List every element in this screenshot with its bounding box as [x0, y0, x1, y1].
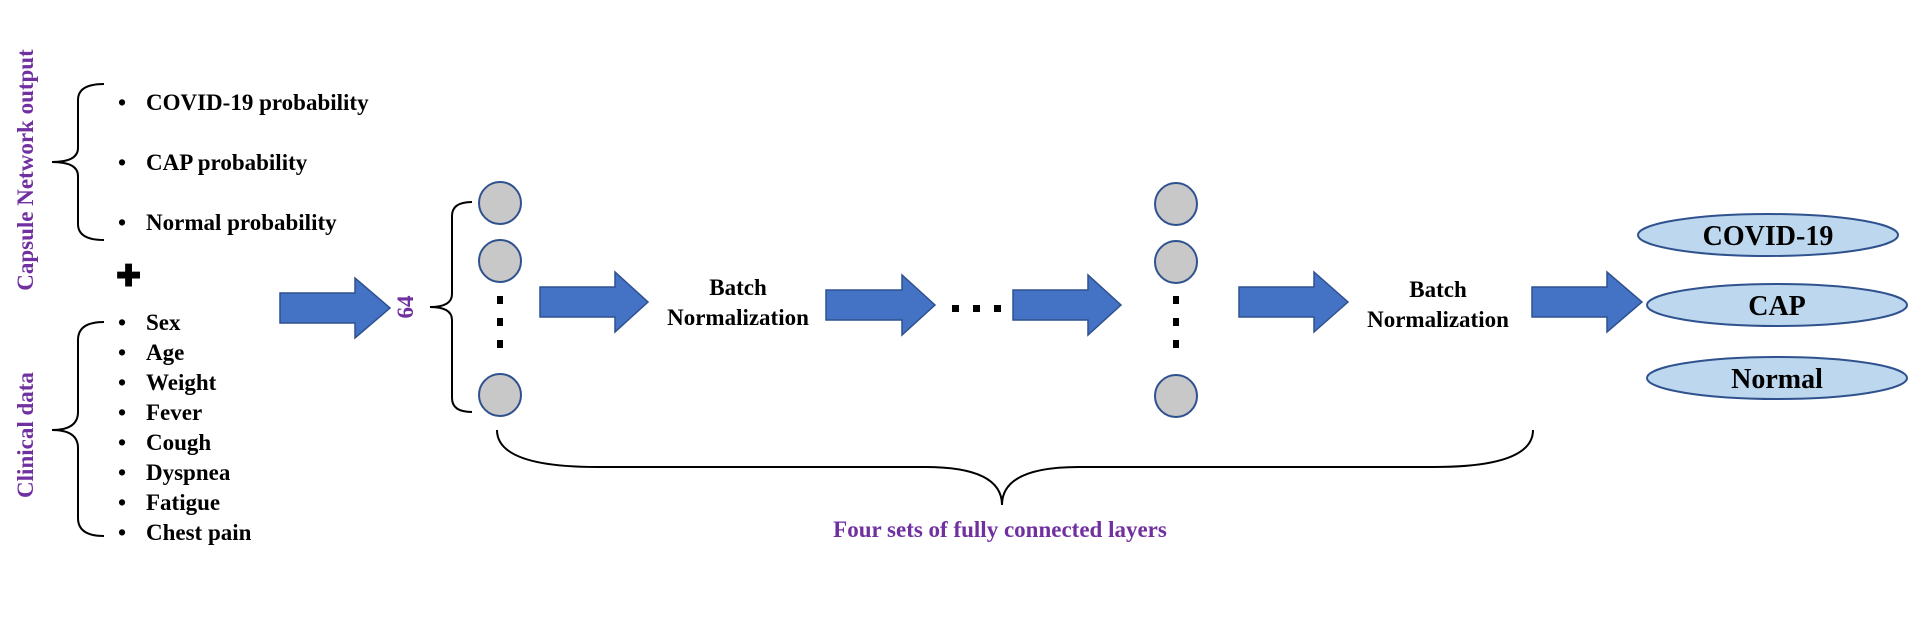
capsule-item: CAP probability [146, 150, 308, 175]
output-node [1646, 356, 1908, 400]
bullet-icon: • [118, 310, 126, 335]
horizontal-ellipsis-icon [952, 305, 1001, 312]
output-label: Normal [1731, 364, 1823, 395]
arrow-right-icon [1238, 270, 1350, 334]
bullet-icon: • [118, 370, 126, 395]
output-label: COVID-19 [1703, 221, 1834, 252]
capsule-item: COVID-19 probability [146, 90, 369, 115]
output-node [1637, 213, 1899, 257]
arrow-right-icon [1012, 273, 1123, 337]
clinical-item: Cough [146, 430, 211, 455]
bullet-icon: • [118, 490, 126, 515]
output-node [1646, 283, 1908, 327]
fc-layers-caption: Four sets of fully connected layers [833, 517, 1167, 542]
clinical-brace [51, 321, 105, 537]
batch-norm-label: Batch [1409, 277, 1467, 302]
plus-icon: ✚ [116, 260, 141, 293]
arrow-right-icon [279, 276, 392, 340]
vertical-ellipsis-icon [497, 296, 503, 348]
bullet-icon: • [118, 430, 126, 455]
neuron [478, 181, 522, 225]
batch-norm-label: Normalization [1367, 307, 1509, 332]
neuron [1154, 240, 1198, 284]
clinical-item-list: • Sex • Age • Weight • Fever • Cough • D… [118, 310, 252, 545]
bullet-icon: • [118, 150, 126, 175]
bullet-icon: • [118, 400, 126, 425]
capsule-item: Normal probability [146, 210, 337, 235]
neuron-column-last [1154, 182, 1198, 418]
bullet-icon: • [118, 210, 126, 235]
clinical-item: Chest pain [146, 520, 252, 545]
bullet-icon: • [118, 340, 126, 365]
neuron [478, 373, 522, 417]
neuron [478, 239, 522, 283]
vertical-ellipsis-icon [1173, 296, 1179, 348]
clinical-data-label: Clinical data [13, 372, 38, 498]
neuron-count-label: 64 [393, 295, 418, 319]
batch-norm-label: Batch [709, 275, 767, 300]
neuron [1154, 374, 1198, 418]
output-label: CAP [1748, 291, 1806, 322]
capsule-item-list: • COVID-19 probability • CAP probability… [118, 90, 369, 235]
layer-brace [429, 201, 473, 413]
clinical-item: Fatigue [146, 490, 220, 515]
arrow-right-icon [539, 270, 650, 334]
clinical-item: Weight [146, 370, 217, 395]
neuron [1154, 182, 1198, 226]
bullet-icon: • [118, 90, 126, 115]
output-classes: COVID-19 CAP Normal [1637, 213, 1908, 400]
arrow-right-icon [825, 273, 937, 337]
bullet-icon: • [118, 460, 126, 485]
fc-layers-brace [496, 429, 1534, 506]
capsule-output-label: Capsule Network output [13, 49, 38, 291]
capsule-brace [51, 83, 105, 241]
neuron-column-first [478, 181, 522, 417]
clinical-item: Fever [146, 400, 202, 425]
bullet-icon: • [118, 520, 126, 545]
clinical-item: Dyspnea [146, 460, 231, 485]
batch-norm-label: Normalization [667, 305, 809, 330]
clinical-item: Sex [146, 310, 181, 335]
arrow-right-icon [1531, 270, 1644, 334]
clinical-item: Age [146, 340, 184, 365]
